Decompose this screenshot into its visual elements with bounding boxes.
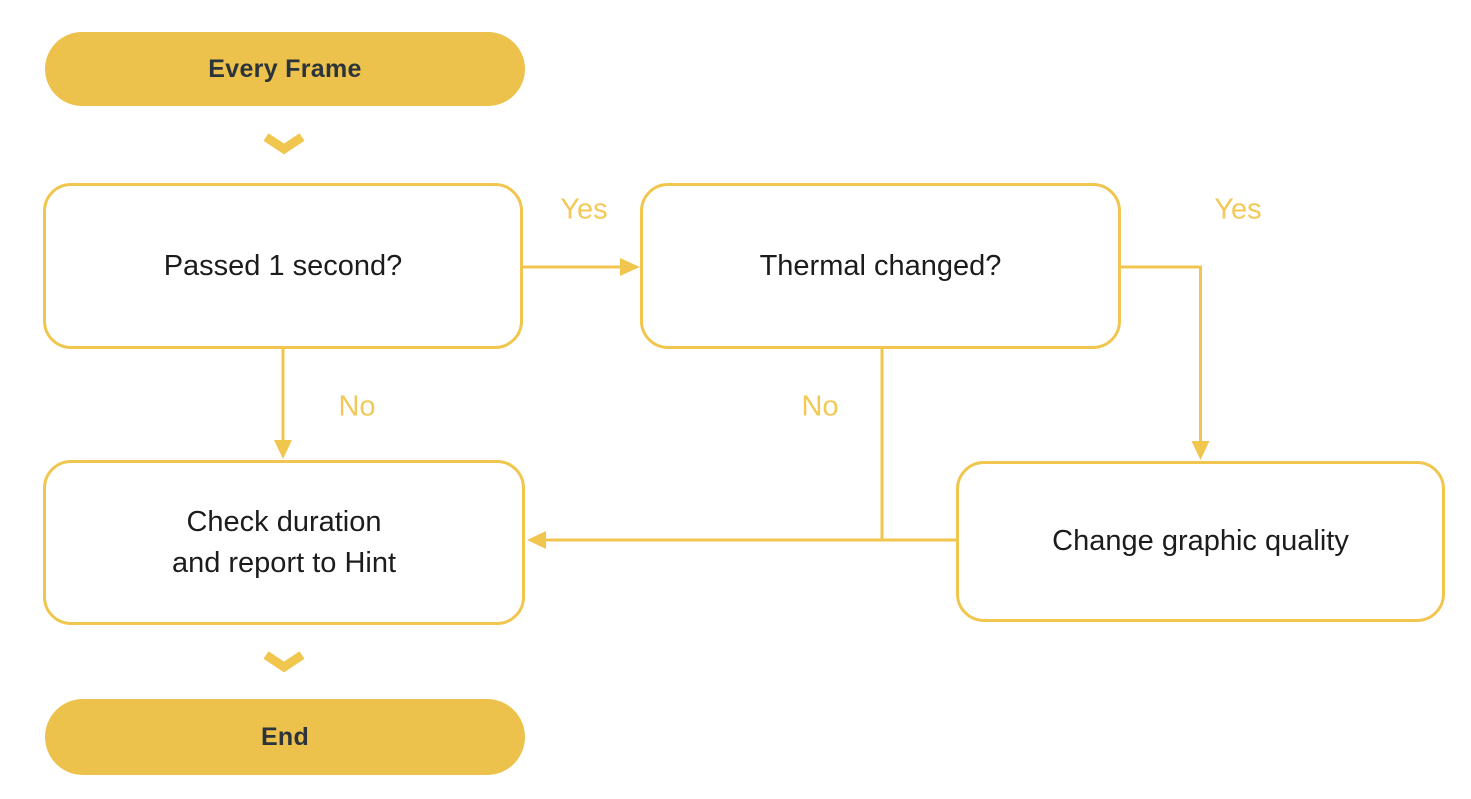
edge-label-yes-passed: Yes xyxy=(560,193,608,226)
edge-label-no-thermal: No xyxy=(801,390,839,423)
node-start: Every Frame xyxy=(45,32,525,106)
arrowhead-left-icon xyxy=(527,531,546,549)
node-check-duration: Check duration and report to Hint xyxy=(43,460,525,625)
arrowhead-down-icon xyxy=(1191,441,1210,460)
node-thermal-changed: Thermal changed? xyxy=(640,183,1121,349)
edge-label-no-passed: No xyxy=(338,390,376,423)
edge-thermal-yes xyxy=(1121,265,1202,442)
arrowhead-right-icon xyxy=(620,258,640,276)
edge-label-yes-thermal: Yes xyxy=(1214,193,1262,226)
arrowhead-down-icon xyxy=(274,440,292,459)
node-change-graphic-quality: Change graphic quality xyxy=(956,461,1445,622)
node-passed-1-second: Passed 1 second? xyxy=(43,183,523,349)
node-end: End xyxy=(45,699,525,775)
chevron-down-icon xyxy=(263,651,305,673)
chevron-down-icon xyxy=(263,133,305,155)
